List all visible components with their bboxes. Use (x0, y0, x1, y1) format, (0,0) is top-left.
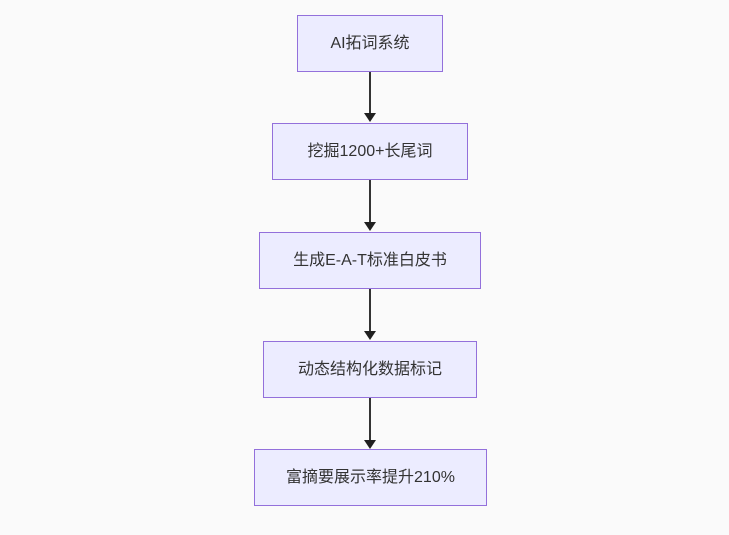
flowchart-node-structured-data: 动态结构化数据标记 (263, 341, 477, 398)
edge-line (369, 72, 371, 113)
flowchart-node-longtail-words: 挖掘1200+长尾词 (272, 123, 468, 180)
flowchart-node-ai-system: AI拓词系统 (297, 15, 443, 72)
node-label: 挖掘1200+长尾词 (307, 142, 433, 160)
flowchart-edge-3 (363, 289, 377, 340)
flowchart-edge-2 (363, 180, 377, 231)
edge-line (369, 398, 371, 440)
arrow-down-icon (364, 331, 376, 340)
node-label: 生成E-A-T标准白皮书 (293, 251, 447, 269)
arrow-down-icon (364, 222, 376, 231)
node-label: 富摘要展示率提升210% (286, 468, 455, 486)
node-label: AI拓词系统 (330, 34, 410, 52)
arrow-down-icon (364, 113, 376, 122)
flowchart-node-rich-snippet: 富摘要展示率提升210% (254, 449, 487, 506)
edge-line (369, 289, 371, 331)
flowchart-edge-4 (363, 398, 377, 449)
edge-line (369, 180, 371, 222)
flowchart-edge-1 (363, 72, 377, 122)
arrow-down-icon (364, 440, 376, 449)
flowchart-node-eat-whitepaper: 生成E-A-T标准白皮书 (259, 232, 481, 289)
node-label: 动态结构化数据标记 (297, 360, 442, 378)
